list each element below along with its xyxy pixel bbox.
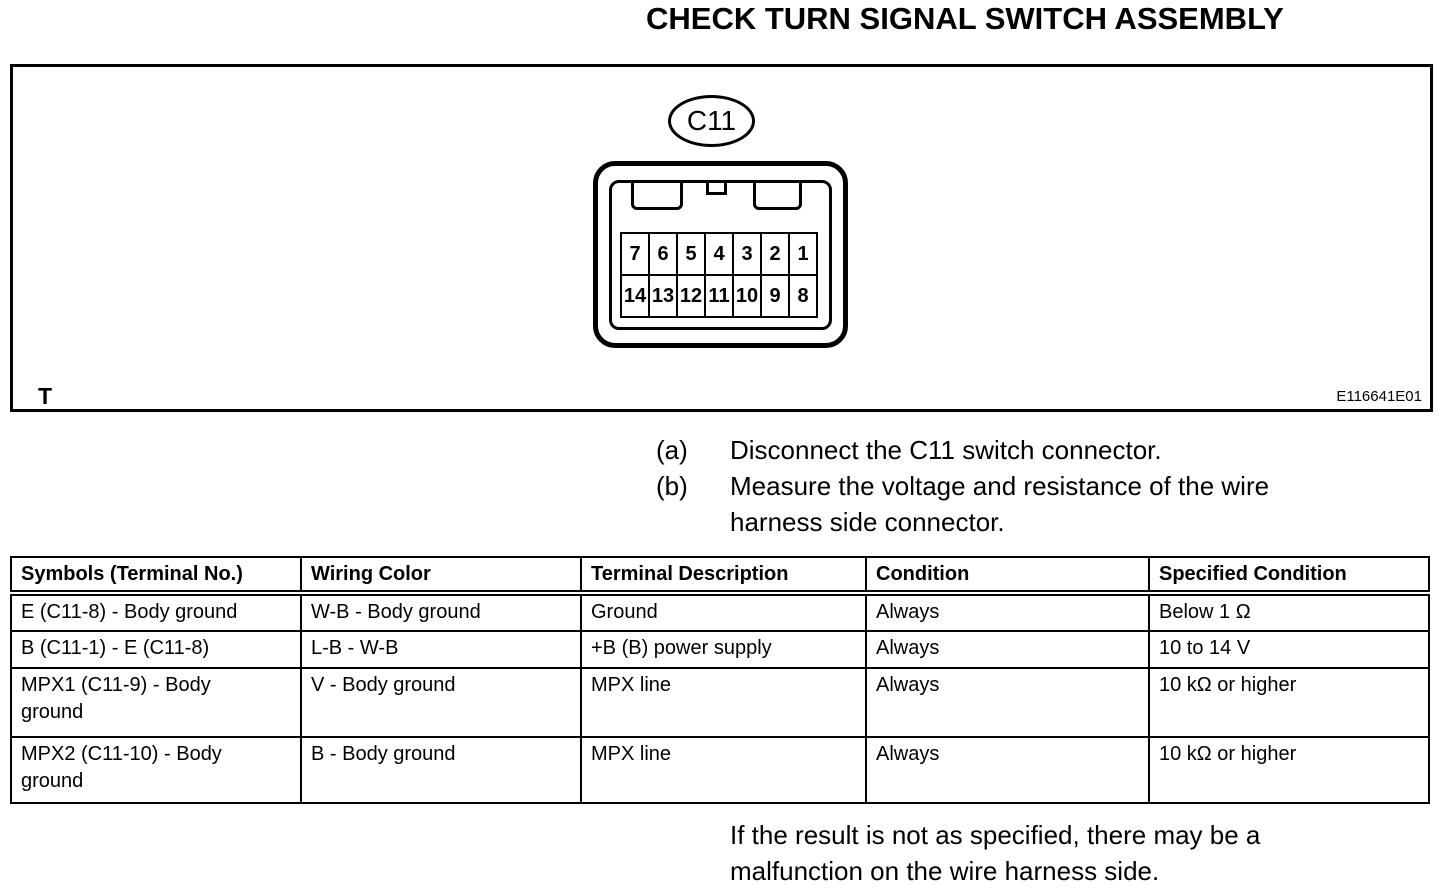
page-title: CHECK TURN SIGNAL SWITCH ASSEMBLY — [646, 1, 1284, 36]
cell-symbols: E (C11-8) - Body ground — [10, 592, 302, 632]
connector-notch — [706, 180, 727, 195]
cell-terminal-description: MPX line — [580, 736, 867, 804]
pin-grid: 7 6 5 4 3 2 1 14 13 12 11 — [620, 232, 818, 318]
connector-tab-right — [753, 180, 802, 210]
cell-specified-condition: 10 kΩ or higher — [1148, 736, 1430, 804]
pin-cell: 9 — [760, 274, 790, 318]
step-b-marker: (b) — [656, 471, 688, 501]
step-a: (a) Disconnect the C11 switch connector. — [656, 432, 1162, 468]
cell-specified-condition: 10 to 14 V — [1148, 630, 1430, 669]
connector-id-label: C11 — [686, 105, 737, 136]
cell-terminal-description: +B (B) power supply — [580, 630, 867, 669]
step-a-text: Disconnect the C11 switch connector. — [730, 435, 1162, 465]
pin-cell: 8 — [788, 274, 818, 318]
col-header-specified-condition: Specified Condition — [1148, 556, 1430, 596]
col-header-wiring-color: Wiring Color — [300, 556, 582, 596]
cell-symbols: MPX2 (C11-10) - Body ground — [10, 736, 302, 804]
table-row: B (C11-1) - E (C11-8) L-B - W-B +B (B) p… — [10, 630, 1430, 669]
cell-wiring-color: B - Body ground — [300, 736, 582, 804]
cell-condition: Always — [865, 667, 1150, 738]
cell-condition: Always — [865, 736, 1150, 804]
step-b: (b) Measure the voltage and resistance of… — [656, 468, 1269, 540]
cell-wiring-color: W-B - Body ground — [300, 592, 582, 632]
pin-cell: 13 — [648, 274, 678, 318]
pin-row-top: 7 6 5 4 3 2 1 — [620, 232, 818, 276]
pin-cell: 4 — [704, 232, 734, 276]
cell-terminal-description: MPX line — [580, 667, 867, 738]
pin-cell: 12 — [676, 274, 706, 318]
connector-outline: 7 6 5 4 3 2 1 14 13 12 11 — [593, 161, 848, 348]
spec-header-row: Symbols (Terminal No.) Wiring Color Term… — [10, 556, 1430, 596]
col-header-terminal-description: Terminal Description — [580, 556, 867, 596]
pin-cell: 6 — [648, 232, 678, 276]
step-a-marker: (a) — [656, 435, 688, 465]
cell-specified-condition: 10 kΩ or higher — [1148, 667, 1430, 738]
connector-housing: 7 6 5 4 3 2 1 14 13 12 11 — [609, 180, 832, 330]
pin-cell: 2 — [760, 232, 790, 276]
col-header-condition: Condition — [865, 556, 1150, 596]
connector-figure: C11 7 6 5 4 3 2 1 — [10, 64, 1433, 412]
cell-specified-condition: Below 1 Ω — [1148, 592, 1430, 632]
pin-cell: 14 — [620, 274, 650, 318]
figure-id-code: E116641E01 — [1336, 388, 1422, 405]
table-row: MPX1 (C11-9) - Body ground V - Body grou… — [10, 667, 1430, 738]
cell-wiring-color: L-B - W-B — [300, 630, 582, 669]
cell-symbols: B (C11-1) - E (C11-8) — [10, 630, 302, 669]
connector-id-badge: C11 — [668, 95, 755, 147]
cell-condition: Always — [865, 592, 1150, 632]
pin-cell: 5 — [676, 232, 706, 276]
col-header-symbols: Symbols (Terminal No.) — [10, 556, 302, 596]
pin-cell: 7 — [620, 232, 650, 276]
pin-cell: 11 — [704, 274, 734, 318]
connector-tab-left — [631, 180, 683, 210]
result-note: If the result is not as specified, there… — [730, 820, 1261, 886]
pin-cell: 3 — [732, 232, 762, 276]
table-row: MPX2 (C11-10) - Body ground B - Body gro… — [10, 736, 1430, 804]
pin-cell: 1 — [788, 232, 818, 276]
step-b-text: Measure the voltage and resistance of th… — [730, 471, 1270, 537]
pin-row-bottom: 14 13 12 11 10 9 8 — [620, 274, 818, 318]
cell-condition: Always — [865, 630, 1150, 669]
cell-terminal-description: Ground — [580, 592, 867, 632]
cell-wiring-color: V - Body ground — [300, 667, 582, 738]
spec-table: Symbols (Terminal No.) Wiring Color Term… — [10, 556, 1430, 804]
pin-cell: 10 — [732, 274, 762, 318]
cell-symbols: MPX1 (C11-9) - Body ground — [10, 667, 302, 738]
figure-corner-label: T — [38, 383, 53, 409]
table-row: E (C11-8) - Body ground W-B - Body groun… — [10, 592, 1430, 632]
